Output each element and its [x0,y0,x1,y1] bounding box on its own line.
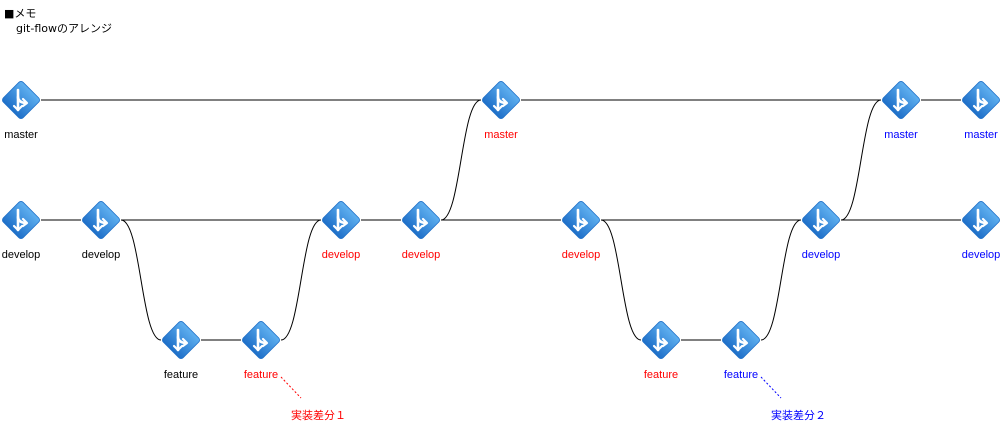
git-branch-icon [2,81,40,119]
git-branch-icon [882,81,920,119]
git-branch-icon [322,201,360,239]
branch-edge [440,99,482,221]
branch-label: master [884,129,918,141]
branch-node-d5[interactable]: develop [561,200,601,261]
branch-node-d2[interactable]: develop [81,200,121,261]
branch-label: develop [82,249,121,261]
annotation-text-a2: 実装差分２ [771,408,826,422]
branch-node-d4[interactable]: develop [401,200,441,261]
branch-edge [120,219,162,341]
branch-label: develop [562,249,601,261]
branch-node-d7[interactable]: develop [961,200,1001,261]
branch-label: feature [244,369,278,381]
branch-node-m4[interactable]: master [961,80,1001,141]
branch-label: master [964,129,998,141]
branch-label: feature [724,369,758,381]
branch-node-f2[interactable]: feature [241,320,281,381]
annotations-layer: 実装差分１ 実装差分２ [280,376,826,422]
git-branch-icon [802,201,840,239]
branch-node-f3[interactable]: feature [641,320,681,381]
git-branch-icon [962,81,1000,119]
git-branch-icon [162,321,200,359]
branch-label: feature [164,369,198,381]
annotation-leader [760,376,782,399]
memo-subtitle: git-flowのアレンジ [16,22,112,35]
git-branch-icon [642,321,680,359]
branch-node-f1[interactable]: feature [161,320,201,381]
branch-node-f4[interactable]: feature [721,320,761,381]
branch-node-d3[interactable]: develop [321,200,361,261]
git-branch-icon [722,321,760,359]
annotation-text-a1: 実装差分１ [291,408,346,422]
branch-edge [760,219,802,341]
git-branch-icon [482,81,520,119]
branch-edge [600,219,642,341]
branch-node-m2[interactable]: master [481,80,521,141]
branch-label: feature [644,369,678,381]
git-branch-icon [962,201,1000,239]
nodes-layer: master master master master develop develop de… [1,80,1001,381]
branch-edge [280,219,322,341]
branch-label: develop [962,249,1001,261]
branch-label: master [484,129,518,141]
git-branch-icon [82,201,120,239]
branch-edge [840,99,882,221]
edges-layer [41,99,961,341]
annotation-leader [280,376,302,399]
branch-node-d1[interactable]: develop [1,200,41,261]
branch-node-d6[interactable]: develop [801,200,841,261]
branch-node-m3[interactable]: master [881,80,921,141]
branch-node-m1[interactable]: master [1,80,41,141]
git-branch-icon [2,201,40,239]
memo-title: ■メモ [4,7,37,20]
branch-label: develop [2,249,41,261]
git-branch-icon [242,321,280,359]
branch-label: develop [802,249,841,261]
memo-note: ■メモ git-flowのアレンジ [4,6,112,36]
branch-label: master [4,129,38,141]
branch-label: develop [402,249,441,261]
git-branch-icon [402,201,440,239]
branch-label: develop [322,249,361,261]
git-branch-icon [562,201,600,239]
